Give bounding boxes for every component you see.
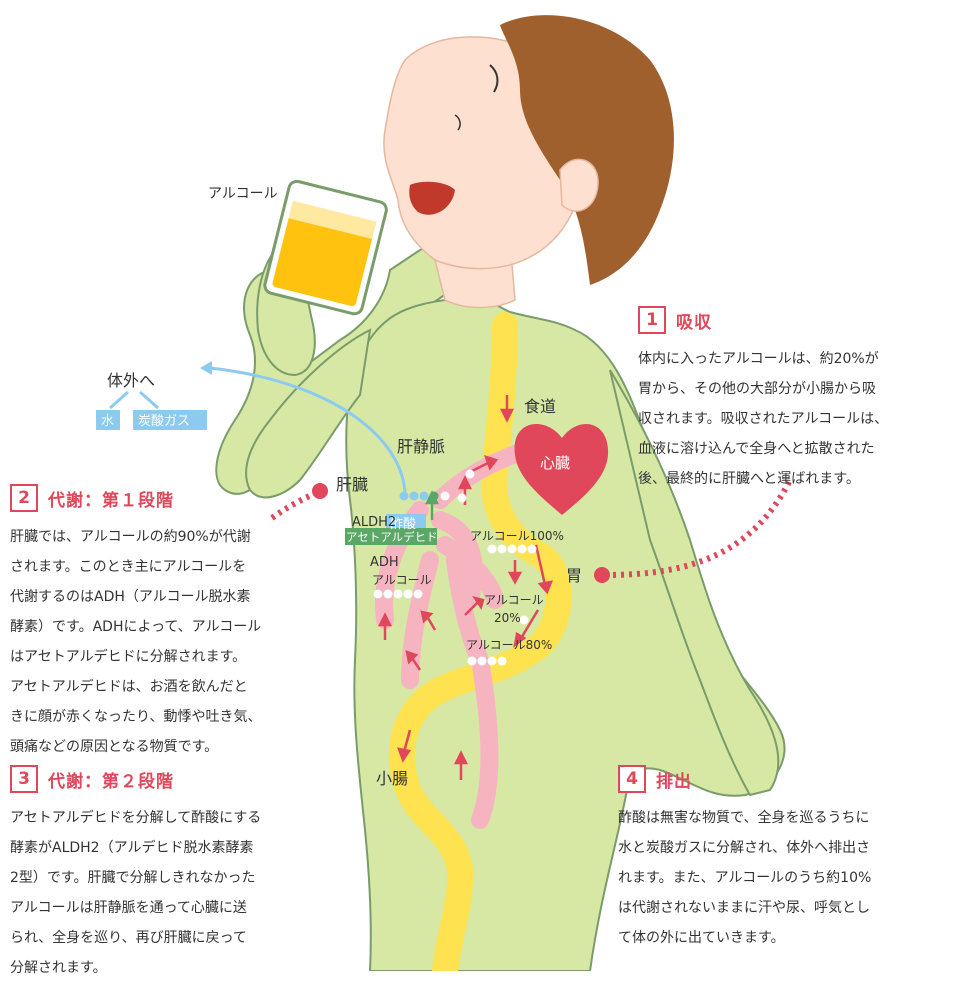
section-header: 4 排出 [618, 765, 962, 793]
co2-arrow [140, 392, 158, 408]
label-water: 水 [101, 414, 114, 429]
label-alcohol-100: アルコール100% [470, 529, 564, 543]
section-title: 代謝：第２段階 [48, 767, 174, 792]
label-hepatic-vein: 肝静脈 [397, 437, 445, 456]
section-header: 1 吸収 [638, 306, 960, 334]
label-outside: 体外へ [107, 371, 155, 390]
label-liver: 肝臓 [336, 475, 368, 494]
label-alcohol-liver: アルコール [372, 573, 432, 587]
green-dot [430, 492, 439, 501]
label-small-intestine: 小腸 [376, 769, 408, 788]
section-header: 2 代謝：第１段階 [10, 484, 340, 512]
stomach-marker [594, 567, 610, 583]
water-arrow [110, 392, 128, 408]
section-text: 肝臓では、アルコールの約90%が代謝されます。このとき主にアルコールを代謝するの… [10, 522, 340, 762]
label-heart: 心臓 [540, 454, 570, 472]
section-number: 2 [10, 484, 38, 512]
label-stomach: 胃 [566, 566, 582, 585]
section-absorption: 1 吸収 体内に入ったアルコールは、約20%が胃から、その他の大部分が小腸から吸… [638, 306, 960, 494]
label-co2: 炭酸ガス [138, 414, 190, 429]
label-adh: ADH [370, 555, 399, 570]
ear [560, 159, 598, 211]
section-title: 代謝：第１段階 [48, 486, 174, 511]
section-text: 酢酸は無害な物質で、全身を巡るうちに水と炭酸ガスに分解され、体外へ排出されます。… [618, 803, 962, 953]
label-alcohol-glass: アルコール [208, 186, 278, 202]
section-header: 3 代謝：第２段階 [10, 765, 350, 793]
label-aldh2: ALDH2 [352, 515, 396, 530]
section-metabolism-2: 3 代謝：第２段階 アセトアルデヒドを分解して酢酸にする酵素がALDH2（アルデ… [10, 765, 350, 983]
blue-dots [400, 492, 429, 501]
excretion-arrowhead [200, 361, 212, 375]
section-number: 1 [638, 306, 666, 334]
section-metabolism-1: 2 代謝：第１段階 肝臓では、アルコールの約90%が代謝されます。このとき主にア… [10, 484, 340, 762]
label-alcohol-20-a: アルコール [484, 593, 544, 607]
section-title: 吸収 [676, 308, 712, 333]
section-text: 体内に入ったアルコールは、約20%が胃から、その他の大部分が小腸から吸収されます… [638, 344, 960, 494]
section-excretion: 4 排出 酢酸は無害な物質で、全身を巡るうちに水と炭酸ガスに分解され、体外へ排出… [618, 765, 962, 953]
label-esophagus: 食道 [524, 397, 556, 416]
section-title: 排出 [656, 767, 692, 792]
beer-glass [263, 180, 388, 316]
section-text: アセトアルデヒドを分解して酢酸にする酵素がALDH2（アルデヒド脱水素酵素2型）… [10, 803, 350, 983]
section-number: 3 [10, 765, 38, 793]
label-acetaldehyde: アセトアルデヒド [346, 530, 438, 544]
section-number: 4 [618, 765, 646, 793]
label-alcohol-20-b: 20% [494, 611, 521, 625]
label-alcohol-80: アルコール80% [466, 638, 552, 652]
